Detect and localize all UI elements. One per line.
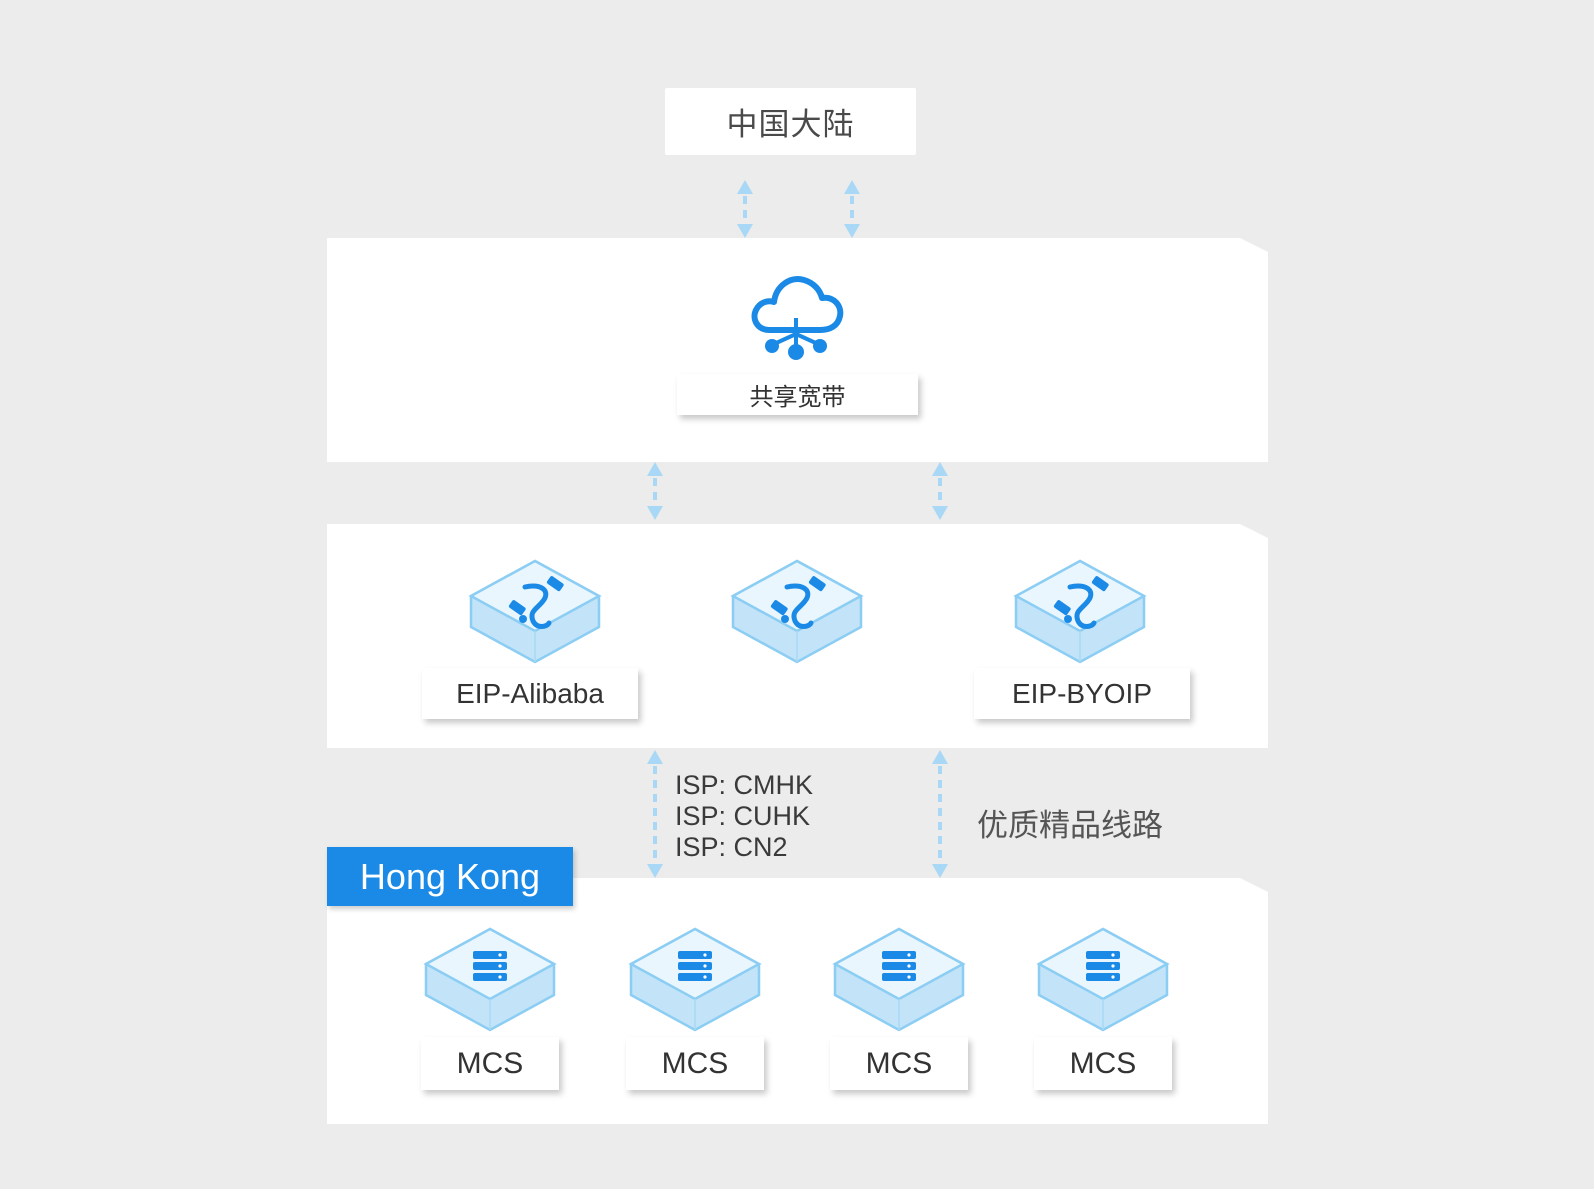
arrow-top-left [735,178,755,240]
mcs-label-2: MCS [626,1037,764,1090]
arrow-mid-left [645,460,665,522]
mcs-label-1: MCS [421,1037,559,1090]
eip-middle-block-icon [731,559,863,664]
mcs-block-icon-4 [1037,927,1169,1032]
arrow-bottom-right [932,750,948,878]
eip-byoip-label: EIP-BYOIP [974,668,1190,719]
arrow-top-right [842,178,862,240]
eip-alibaba-label: EIP-Alibaba [422,668,638,719]
mcs-text-1: MCS [456,1046,524,1080]
mcs-text-4: MCS [1069,1046,1137,1080]
mcs-label-3: MCS [830,1037,968,1090]
mcs-text-2: MCS [661,1046,729,1080]
eip-byoip-text: EIP-BYOIP [1011,677,1153,709]
arrow-mid-right [930,460,950,522]
shared-bandwidth-text: 共享宽带 [749,383,846,411]
hong-kong-text: Hong Kong [359,855,541,897]
mcs-text-3: MCS [865,1046,933,1080]
cloud-network-icon [751,276,844,360]
mcs-block-icon-2 [629,927,761,1032]
mainland-china-node: 中国大陆 [665,88,916,155]
hong-kong-badge: Hong Kong [327,847,573,906]
mcs-block-icon-1 [424,927,556,1032]
arrow-bottom-left [647,750,663,878]
mcs-label-4: MCS [1034,1037,1172,1090]
shared-bandwidth-label: 共享宽带 [677,374,918,415]
server-icon [473,951,507,981]
mcs-block-icon-3 [833,927,965,1032]
server-icon [678,951,712,981]
isp-cuhk: ISP: CUHK [675,801,811,831]
eip-alibaba-text: EIP-Alibaba [456,677,604,709]
isp-cn2: ISP: CN2 [675,832,788,862]
isp-cmhk: ISP: CMHK [675,770,814,800]
eip-alibaba-block-icon [469,559,601,664]
isp-list: ISP: CMHK ISP: CUHK ISP: CN2 [675,770,813,863]
server-icon [1086,951,1120,981]
server-icon [882,951,916,981]
mainland-china-label: 中国大陆 [726,107,855,143]
quality-line-label: 优质精品线路 [977,808,1163,844]
eip-byoip-block-icon [1014,559,1146,664]
